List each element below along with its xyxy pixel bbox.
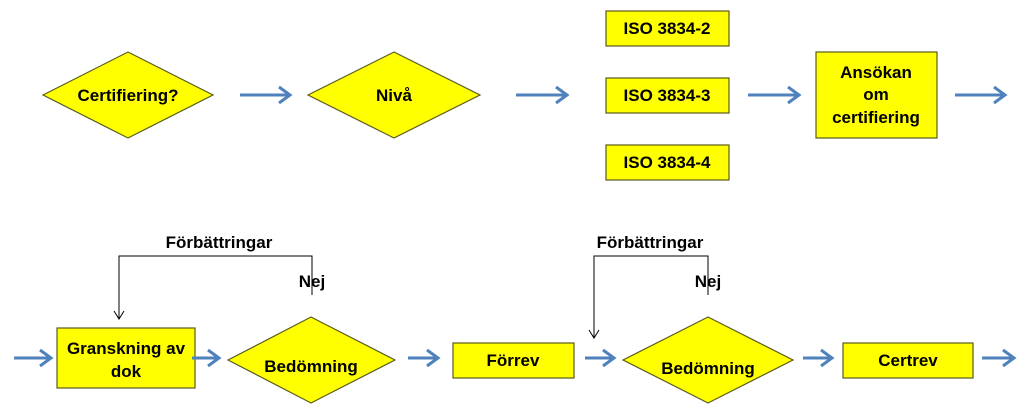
arrow-bedomning-to-forrev — [408, 348, 441, 368]
nej-1-label: Nej — [299, 272, 325, 291]
forbattringar-2-label: Förbättringar — [597, 233, 704, 252]
iso-3834-4-box: ISO 3834-4 — [605, 144, 730, 181]
iso-3834-2-label: ISO 3834-2 — [624, 19, 711, 38]
niva-label: Nivå — [376, 86, 412, 105]
bedomning-decision-1: Bedömning — [226, 316, 397, 404]
certifiering-label: Certifiering? — [77, 86, 178, 105]
forrev-box: Förrev — [452, 342, 575, 379]
arrow-iso-to-ansokan — [748, 85, 802, 105]
arrow-forrev-to-bedomning — [585, 348, 617, 368]
arrow-certrev-out — [982, 348, 1017, 368]
iso-3834-4-label: ISO 3834-4 — [624, 153, 711, 172]
bedomning-2-label: Bedömning — [661, 359, 755, 378]
iso-3834-3-label: ISO 3834-3 — [624, 86, 711, 105]
granskning-line-2: dok — [111, 362, 142, 381]
forrev-label: Förrev — [487, 351, 540, 370]
granskning-line-1: Granskning av — [67, 339, 186, 358]
arrow-ansokan-out — [955, 85, 1008, 105]
iso-3834-3-box: ISO 3834-3 — [605, 77, 730, 114]
iso-3834-2-box: ISO 3834-2 — [605, 10, 730, 47]
arrow-certifiering-to-niva — [240, 85, 293, 105]
bedomning-1-label: Bedömning — [264, 357, 358, 376]
ansokan-line-3: certifiering — [832, 108, 920, 127]
ansokan-box: Ansökan om certifiering — [815, 51, 938, 139]
feedback-loop-2: Förbättringar Nej — [588, 233, 721, 339]
certrev-box: Certrev — [842, 342, 974, 379]
arrow-bedomning-to-certrev — [803, 348, 835, 368]
forbattringar-1-label: Förbättringar — [166, 233, 273, 252]
certifiering-decision: Certifiering? — [41, 51, 215, 139]
ansokan-line-2: om — [863, 85, 889, 104]
certrev-label: Certrev — [878, 351, 938, 370]
arrow-granskning-to-bedomning — [192, 348, 222, 368]
arrow-into-granskning — [14, 348, 54, 368]
bedomning-decision-2: Bedömning — [621, 316, 795, 404]
niva-decision: Nivå — [306, 51, 482, 139]
ansokan-line-1: Ansökan — [840, 63, 912, 82]
nej-2-label: Nej — [695, 272, 721, 291]
arrow-niva-to-iso — [516, 85, 570, 105]
feedback-loop-1: Förbättringar Nej — [113, 233, 325, 320]
granskning-box: Granskning av dok — [56, 327, 196, 389]
